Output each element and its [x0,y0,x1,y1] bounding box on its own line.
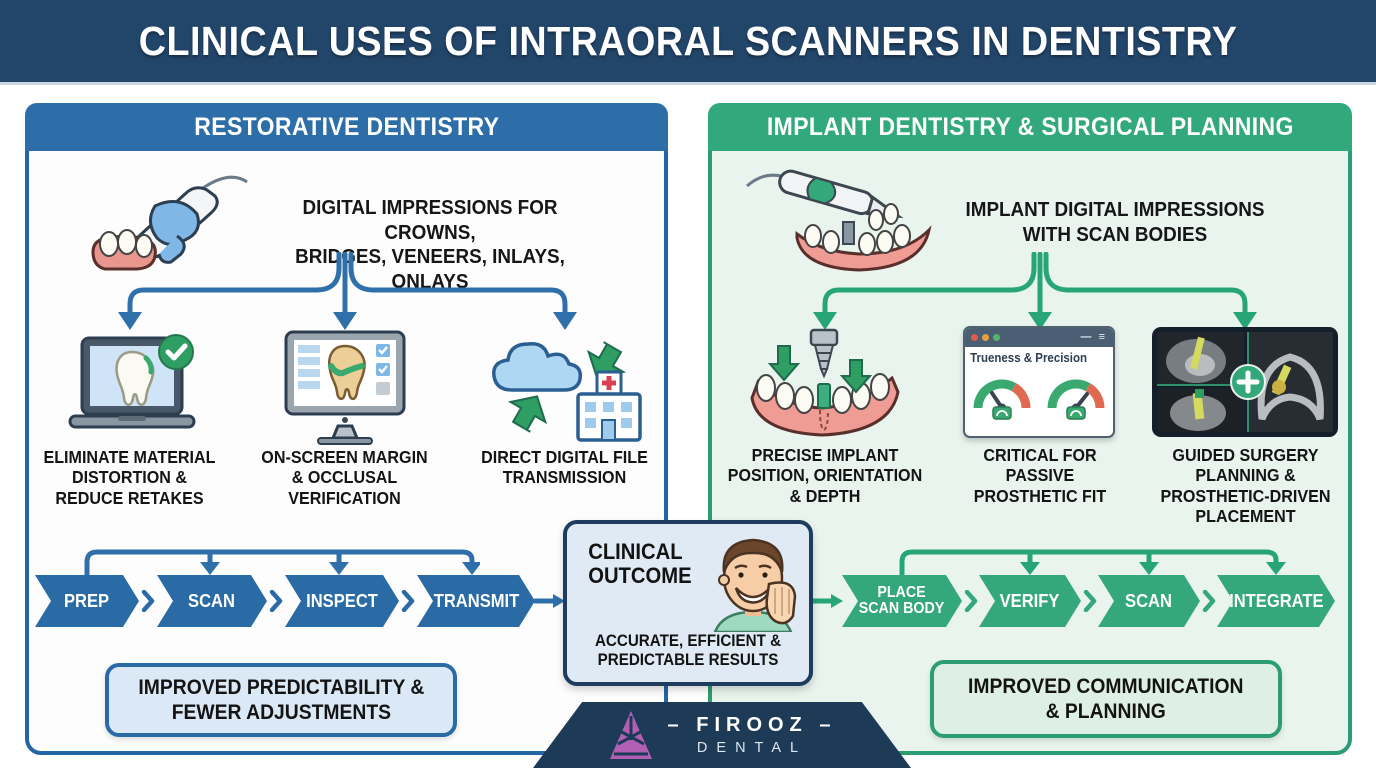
brand-text: – FIROOZ – DENTAL [668,714,837,756]
chevron-separator-icon [1083,590,1097,612]
window-titlebar: — ≡ [965,328,1113,347]
clinical-outcome-subtitle: ACCURATE, EFFICIENT & PREDICTABLE RESULT… [594,632,782,670]
cloud-transfer-icon [492,341,642,442]
monitor-margin-icon [284,330,406,445]
clinical-outcome-title: CLINICAL OUTCOME [588,539,692,589]
benefit-label: PRECISE IMPLANT POSITION, ORIENTATION & … [727,445,923,506]
implant-header-label: IMPLANT DENTISTRY & SURGICAL PLANNING [766,112,1294,141]
workflow-step-place-scan-body: PLACE SCAN BODY [842,575,962,627]
laptop-check-icon [68,334,196,429]
implant-placement-icon [750,328,900,437]
implant-panel-header: IMPLANT DENTISTRY & SURGICAL PLANNING [708,103,1352,151]
restorative-panel-header: RESTORATIVE DENTISTRY [25,103,668,151]
restorative-branch-arrows [118,252,577,330]
restorative-intro-text: DIGITAL IMPRESSIONS FOR CROWNS, BRIDGES,… [295,196,565,293]
benefit-label: GUIDED SURGERY PLANNING & PROSTHETIC-DRI… [1160,445,1331,526]
workflow-step-prep: PREP [35,575,139,627]
window-dot-green-icon [993,334,1000,341]
chevron-separator-icon [269,590,283,612]
intraoral-scanner-hand-icon [91,175,248,271]
chevron-separator-icon [141,590,155,612]
flow-arrow-to-implant-icon [812,594,843,608]
workflow-step-scan-implant: SCAN [1098,575,1200,627]
implant-scanner-jaw-icon [745,169,932,272]
precision-gauge-icon [1047,379,1105,420]
chevron-separator-icon [964,590,978,612]
smiling-patient-icon [713,538,797,632]
workflow-step-scan: SCAN [157,575,267,627]
firooz-logo-icon [609,711,652,759]
implant-benefit-box: IMPROVED COMMUNICATION & PLANNING [930,660,1282,738]
benefit-label: ELIMINATE MATERIAL DISTORTION & REDUCE R… [43,447,216,508]
title-banner: CLINICAL USES OF INTRAORAL SCANNERS IN D… [0,0,1376,85]
restorative-benefit-box: IMPROVED PREDICTABILITY & FEWER ADJUSTME… [105,663,457,737]
window-minimize-icon: — ≡ [1080,331,1107,343]
benefit-label: CRITICAL FOR PASSIVE PROSTHETIC FIT [973,445,1107,506]
window-dot-red-icon [971,334,978,341]
flow-arrow-to-outcome-icon [534,594,565,608]
workflow-step-verify: VERIFY [979,575,1081,627]
clinical-outcome-box: CLINICAL OUTCOME ACCURATE, EFFICIENT & P… [563,520,813,686]
gauge-window-title: Trueness & Precision [970,351,1088,365]
brand-subtitle: DENTAL [696,740,808,756]
workflow-step-integrate: INTEGRATE [1217,575,1335,627]
brand-footer: – FIROOZ – DENTAL [533,702,911,768]
chevron-separator-icon [1202,590,1216,612]
restorative-header-label: RESTORATIVE DENTISTRY [193,112,500,141]
trueness-gauge-icon [973,379,1031,420]
workflow-step-transmit: TRANSMIT [417,575,535,627]
benefit-label: DIRECT DIGITAL FILE TRANSMISSION [481,447,648,488]
ct-guided-surgery-icon [1152,327,1338,437]
brand-name: – FIROOZ – [667,714,837,736]
window-dot-yellow-icon [982,334,989,341]
implant-workflow-bracket [899,549,1286,577]
restorative-workflow-bracket [84,549,480,577]
benefit-label: ON-SCREEN MARGIN & OCCLUSAL VERIFICATION [261,447,428,508]
implant-intro-text: IMPLANT DIGITAL IMPRESSIONS WITH SCAN BO… [965,198,1265,246]
page-title: CLINICAL USES OF INTRAORAL SCANNERS IN D… [138,17,1238,64]
implant-branch-arrows [813,252,1257,330]
trueness-precision-window: — ≡ Trueness & Precision [963,326,1115,438]
workflow-step-inspect: INSPECT [285,575,399,627]
chevron-separator-icon [401,590,415,612]
